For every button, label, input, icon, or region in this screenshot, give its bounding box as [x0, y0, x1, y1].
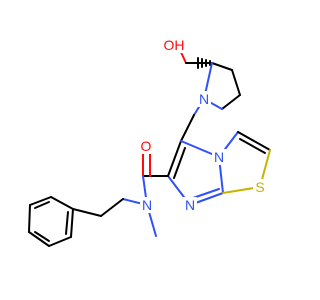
bond-ph2-ph3: [29, 196, 52, 206]
pyrrolidine-nitrogen-atom: N: [197, 91, 211, 107]
svg-text:OH: OH: [164, 37, 185, 53]
bond-ph-inner-3: [65, 211, 69, 235]
sulfur-atom: S: [253, 179, 267, 195]
bond-c2-c3: [211, 62, 233, 71]
stereo-hash-bond: [197, 57, 211, 69]
bond-ph3-ph4: [28, 204, 31, 233]
bond-c3th-c2th-double: [239, 138, 266, 154]
svg-text:N: N: [199, 91, 209, 107]
bond-ph1-ph2: [50, 196, 74, 210]
imine-nitrogen-atom: N: [183, 197, 197, 213]
amide-nitrogen-atom: N: [140, 197, 154, 213]
bond-c5im-c6im-double: [173, 147, 186, 179]
svg-text:N: N: [214, 149, 224, 165]
bond-ph-inner-2: [34, 231, 50, 242]
bridgehead-nitrogen-atom: N: [212, 149, 226, 165]
molecule-structure: OH O N N N N S: [28, 37, 271, 247]
bond-c3th-c2th: [237, 131, 271, 151]
svg-text:N: N: [185, 197, 195, 213]
bond-ch2b-ph: [72, 208, 102, 217]
hydroxyl-atom: OH: [163, 37, 186, 53]
bond-ch2a-ch2b: [100, 198, 124, 217]
bond-ph-inner-1: [34, 201, 50, 209]
svg-text:O: O: [141, 138, 152, 154]
bond-ph4-ph5: [28, 231, 50, 247]
bond-nimine-c7a-double: [192, 188, 220, 199]
carbonyl-oxygen-atom: O: [139, 138, 153, 154]
bond-ph5-ph6: [48, 236, 72, 247]
bond-ch2-c5im: [180, 114, 195, 142]
bond-c3-c4: [231, 69, 241, 96]
bond-c4-c5: [221, 94, 241, 110]
bond-ph6-ph1: [70, 208, 74, 238]
svg-text:N: N: [142, 197, 152, 213]
svg-text:S: S: [255, 179, 264, 195]
bond-c5im-c6im: [167, 140, 182, 177]
atom-labels: OH O N N N N S: [139, 37, 267, 213]
